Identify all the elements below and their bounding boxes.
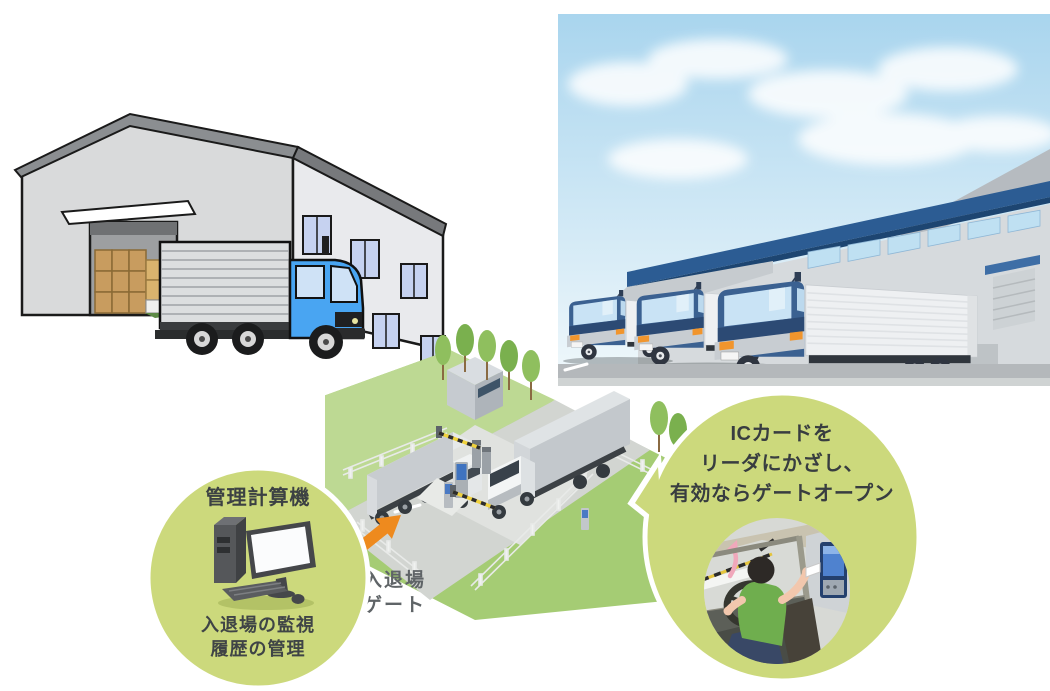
driver-ic-card-reader-icon bbox=[704, 518, 850, 664]
truck-seat bbox=[778, 598, 822, 664]
distribution-center-trucks-illustration bbox=[558, 14, 1050, 386]
loading-truck-icon bbox=[155, 236, 365, 359]
ic-card-callout-text: ICカードを リーダにかざし、 有効ならゲートオープン bbox=[652, 419, 912, 509]
management-callout-caption1: 入退場の監視 bbox=[201, 615, 315, 635]
clouds-icon bbox=[568, 39, 1050, 179]
management-callout-caption2: 履歴の管理 bbox=[210, 639, 306, 659]
gate-barrier-icon bbox=[436, 426, 496, 510]
cardboard-boxes-icon bbox=[94, 249, 163, 314]
callout-circle bbox=[145, 465, 371, 691]
gate-equipment-icon bbox=[417, 426, 589, 530]
gate-label: 入退場 ゲート bbox=[363, 568, 426, 618]
ic-card-icon bbox=[805, 562, 821, 578]
ic-card-callout-line3: 有効ならゲートオープン bbox=[669, 483, 895, 505]
ic-card-callout: ICカードを リーダにかざし、 有効ならゲートオープン bbox=[625, 385, 935, 691]
driver-figure bbox=[737, 581, 787, 646]
warehouse-window-strip-icon bbox=[807, 209, 1041, 269]
management-callout-title: 管理計算機 bbox=[205, 487, 311, 509]
tree-icon bbox=[435, 324, 540, 400]
desktop-computer-icon bbox=[214, 517, 316, 610]
ic-card-reader-icon bbox=[820, 542, 847, 598]
ground-strip bbox=[558, 364, 1050, 378]
warehouse-loading-truck-illustration bbox=[13, 112, 448, 367]
ic-card-callout-line2: リーダにかざし、 bbox=[700, 453, 864, 475]
fence-icon bbox=[342, 427, 698, 591]
driver-head bbox=[747, 556, 775, 584]
management-computer-callout: 管理計算機 入退場の監視 履歴の管理 bbox=[141, 461, 381, 691]
gate-label-line2: ゲート bbox=[363, 595, 427, 616]
gate-truck-icon bbox=[488, 391, 630, 519]
gate-label-line1: 入退場 bbox=[363, 570, 427, 591]
truck-wheel-icon bbox=[186, 323, 343, 359]
ic-card-callout-line1: ICカードを bbox=[730, 423, 834, 445]
guard-house-icon bbox=[447, 357, 503, 420]
